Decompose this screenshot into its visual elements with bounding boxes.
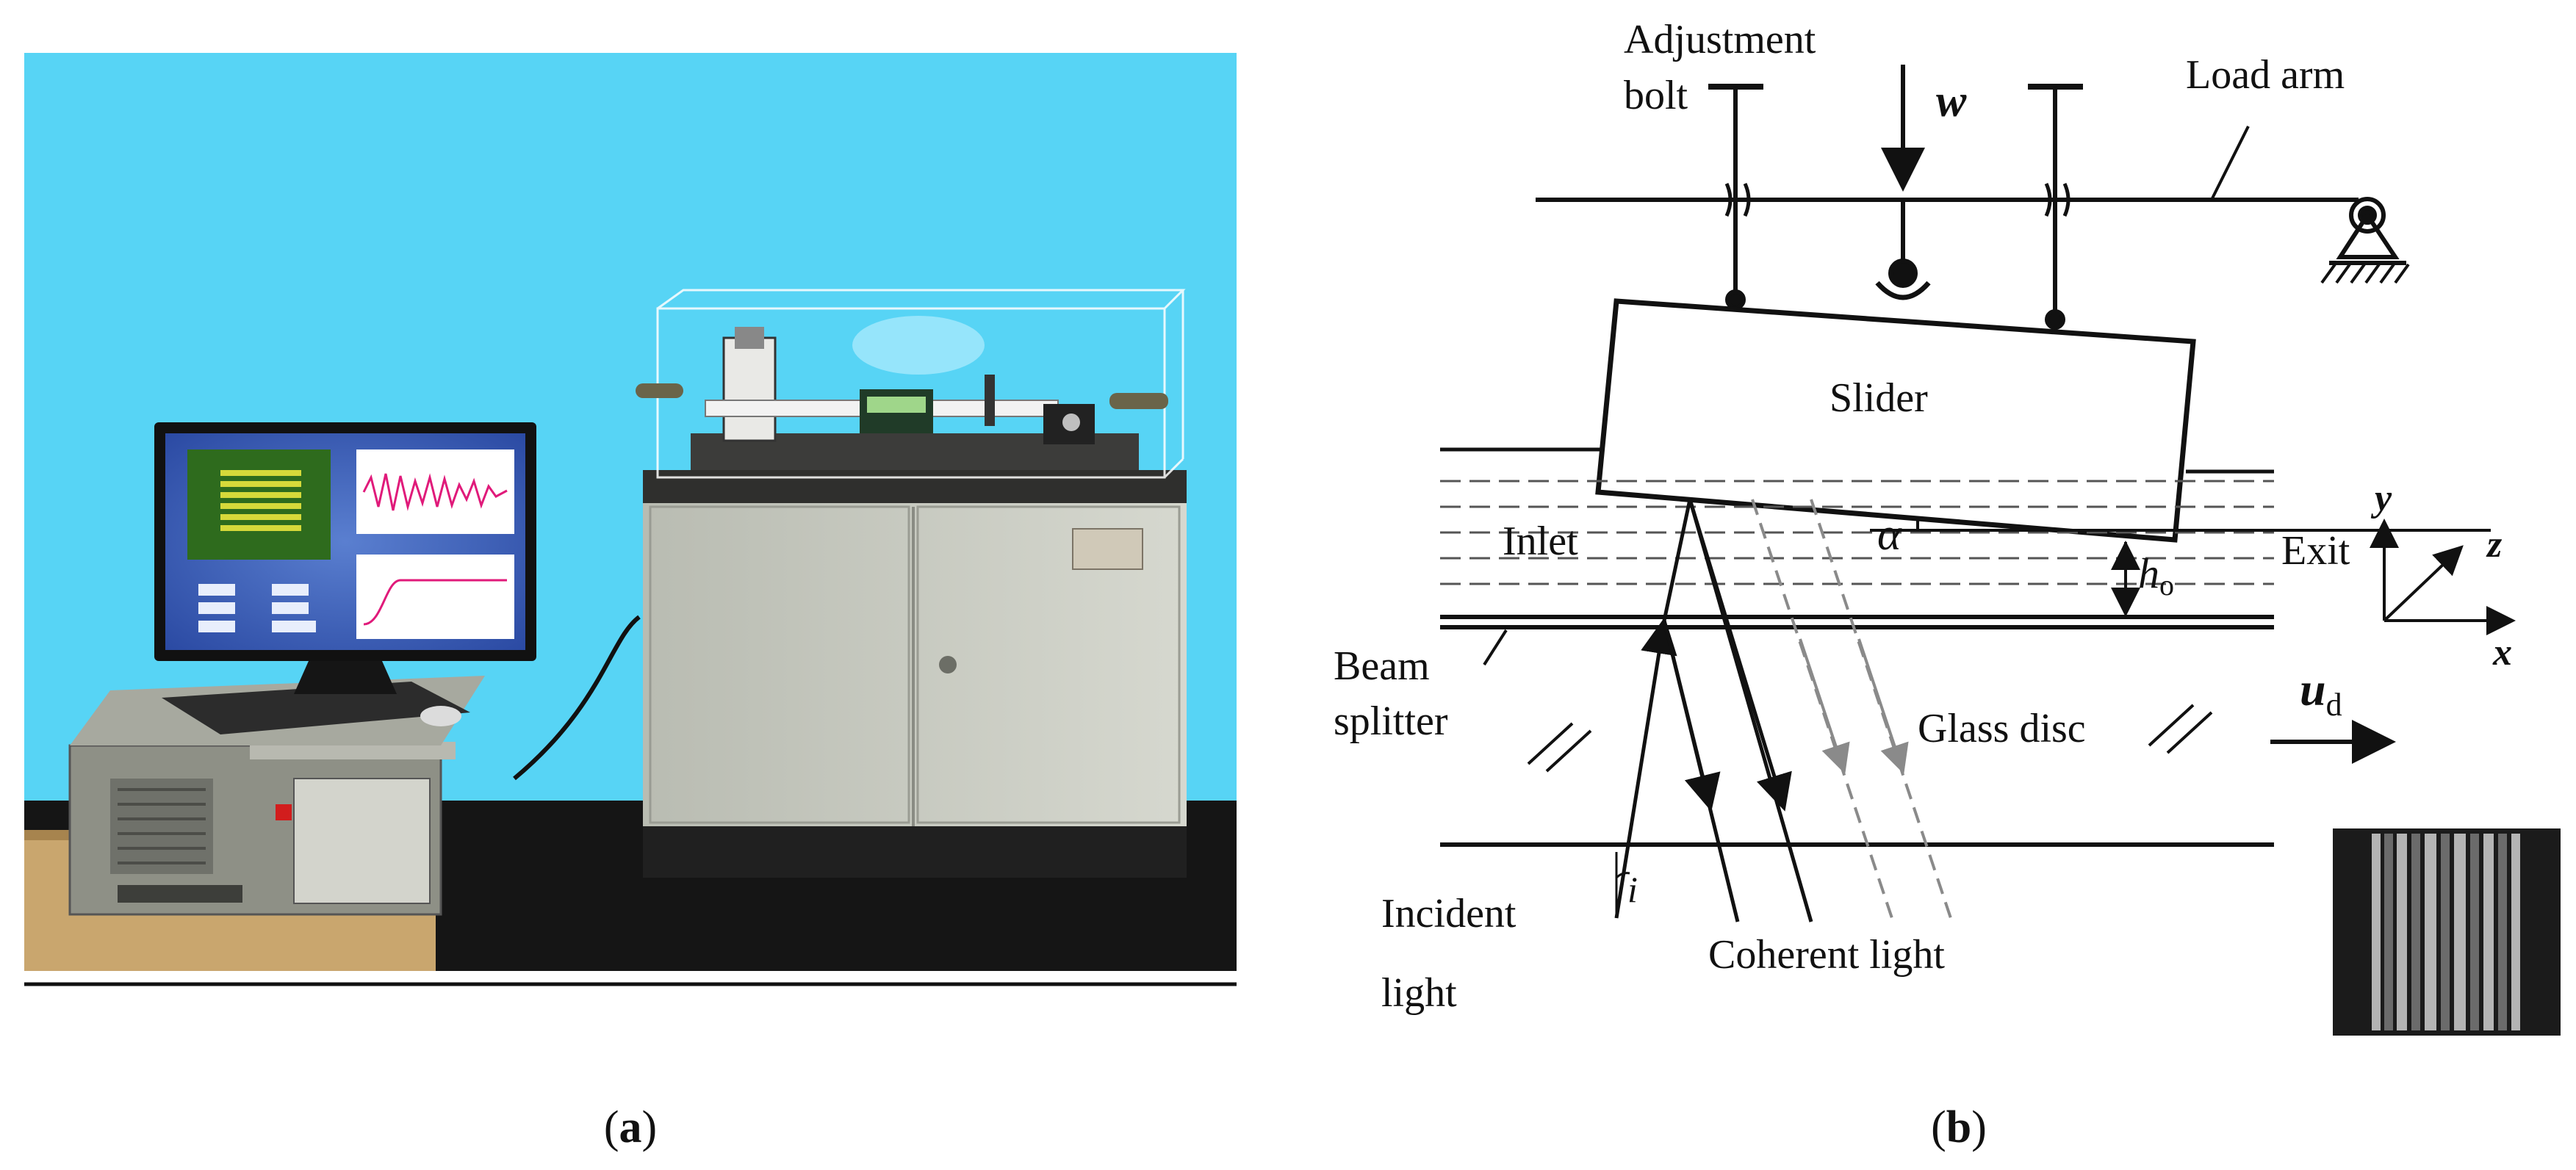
fringe-image <box>2333 828 2561 1036</box>
label-splitter: splitter <box>1334 698 1448 744</box>
keyboard <box>162 682 470 734</box>
label-glass-disc: Glass disc <box>1918 706 2086 751</box>
computer-tower <box>68 676 485 916</box>
label-light: light <box>1381 970 1457 1016</box>
label-u-d: ud <box>2300 663 2342 723</box>
label-load-w: w <box>1936 76 1967 126</box>
label-inlet: Inlet <box>1503 519 1578 564</box>
label-slider: Slider <box>1830 375 1928 421</box>
label-axis-y: y <box>2370 477 2392 519</box>
panel-a-photo <box>24 53 1237 971</box>
label-incident: Incident <box>1381 891 1517 936</box>
label-beam: Beam <box>1334 643 1430 689</box>
label-axis-x: x <box>2492 632 2512 674</box>
label-h-o: ho <box>2138 549 2174 602</box>
coordinate-axes <box>2370 519 2516 635</box>
loading-mechanism <box>636 327 1168 470</box>
label-adjustment: Adjustment <box>1624 17 1816 62</box>
monitor <box>154 422 536 694</box>
label-bolt: bolt <box>1624 73 1688 118</box>
label-coherent-light: Coherent light <box>1708 932 1945 978</box>
test-rig-cabinet <box>643 470 1187 878</box>
incident-ray <box>1614 617 1677 919</box>
panel-b-caption: (b) <box>1931 1102 1987 1152</box>
label-load-arm: Load arm <box>2186 52 2345 98</box>
label-incident-angle: i <box>1627 869 1638 910</box>
label-axis-z: z <box>2486 524 2503 566</box>
panel-b-diagram <box>1440 65 2516 922</box>
panel-a-caption: (a) <box>604 1102 657 1152</box>
label-alpha: α <box>1877 510 1902 560</box>
label-exit: Exit <box>2281 528 2350 574</box>
